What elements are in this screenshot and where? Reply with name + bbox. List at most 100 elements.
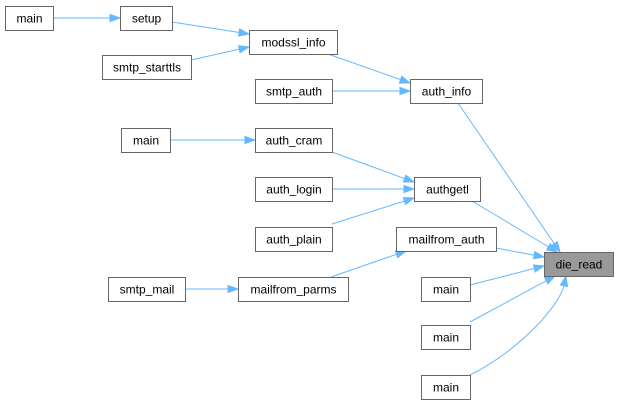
node-box[interactable]: [249, 30, 338, 55]
node-box[interactable]: [238, 277, 349, 302]
node-label: smtp_auth: [266, 85, 322, 99]
node-box[interactable]: [421, 325, 471, 350]
node-box[interactable]: [255, 177, 333, 202]
edge-line: [331, 200, 406, 225]
edge-arrowhead: [545, 242, 559, 253]
graph-edges: [53, 13, 569, 376]
edge-arrowhead: [402, 174, 416, 183]
node-box[interactable]: [121, 128, 171, 153]
edge-arrowhead: [402, 197, 416, 206]
node-mailfrom_parms[interactable]: mailfrom_parms: [238, 277, 349, 302]
edge-smtp_mail-to-mailfrom_parms: [185, 284, 240, 294]
edge-setup-to-modssl_info: [171, 21, 251, 37]
node-label: die_read: [556, 258, 603, 272]
node-box[interactable]: [255, 79, 333, 104]
edge-auth_login-to-authgetl: [332, 184, 416, 194]
edge-arrowhead: [237, 28, 251, 37]
node-box[interactable]: [120, 6, 173, 31]
edge-arrowhead: [403, 184, 416, 194]
edge-auth_cram-to-authgetl: [331, 151, 416, 183]
edge-arrowhead: [399, 86, 412, 96]
node-smtp_mail[interactable]: smtp_mail: [108, 277, 186, 302]
node-box[interactable]: [102, 55, 192, 80]
edge-line: [327, 53, 402, 81]
node-label: mailfrom_parms: [250, 283, 336, 297]
node-label: main: [433, 381, 459, 395]
node-label: main: [133, 134, 159, 148]
node-label: main: [16, 12, 42, 26]
node-box[interactable]: [410, 79, 483, 104]
node-label: auth_info: [422, 85, 472, 99]
node-label: authgetl: [426, 183, 469, 197]
node-box[interactable]: [421, 375, 471, 400]
edge-main2-to-auth_cram: [170, 135, 257, 145]
edge-modssl_info-to-auth_info: [327, 53, 412, 84]
edge-auth_plain-to-authgetl: [331, 197, 416, 225]
edge-line: [457, 102, 556, 245]
node-main3[interactable]: main: [421, 277, 471, 302]
node-modssl_info[interactable]: modssl_info: [249, 30, 338, 55]
edge-main3-to-die_read: [469, 264, 546, 286]
edge-arrowhead: [532, 264, 546, 273]
edge-line: [495, 247, 536, 256]
edge-line: [171, 21, 241, 34]
node-label: setup: [132, 12, 162, 26]
node-box[interactable]: [255, 128, 333, 153]
node-label: modssl_info: [261, 36, 325, 50]
node-main4[interactable]: main: [421, 325, 471, 350]
node-label: main: [433, 283, 459, 297]
edge-arrowhead: [244, 135, 257, 145]
node-label: mailfrom_auth: [408, 233, 484, 247]
node-mailfrom_auth[interactable]: mailfrom_auth: [396, 227, 497, 252]
node-auth_cram[interactable]: auth_cram: [255, 128, 333, 153]
edge-arrowhead: [237, 45, 251, 54]
node-box[interactable]: [5, 6, 54, 31]
edge-line: [469, 279, 548, 323]
node-die_read[interactable]: die_read: [544, 252, 614, 277]
edge-auth_info-to-die_read: [457, 102, 561, 254]
edge-line: [469, 267, 536, 286]
graph-nodes: main setup modssl_info smtp_starttls smtp_au…: [5, 6, 614, 400]
edge-arrowhead: [543, 275, 557, 285]
edge-smtp_auth-to-auth_info: [332, 86, 412, 96]
edge-main1-to-setup: [53, 13, 122, 23]
node-label: auth_login: [266, 183, 321, 197]
node-label: main: [433, 331, 459, 345]
node-box[interactable]: [421, 277, 471, 302]
edge-authgetl-to-die_read: [471, 200, 559, 253]
edge-arrowhead: [550, 240, 561, 254]
node-box[interactable]: [544, 252, 614, 277]
node-auth_login[interactable]: auth_login: [255, 177, 333, 202]
edge-line: [330, 253, 398, 278]
node-smtp_auth[interactable]: smtp_auth: [255, 79, 333, 104]
edge-arrowhead: [227, 284, 240, 294]
node-box[interactable]: [396, 227, 497, 252]
edge-arrowhead: [532, 250, 546, 260]
node-auth_info[interactable]: auth_info: [410, 79, 483, 104]
node-main1[interactable]: main: [5, 6, 54, 31]
edge-arrowhead: [398, 75, 412, 84]
edge-main5-to-die_read: [469, 274, 569, 376]
edge-line: [190, 48, 241, 61]
edge-line: [471, 200, 550, 248]
edge-arrowhead: [559, 274, 569, 288]
node-box[interactable]: [414, 177, 481, 202]
node-label: smtp_starttls: [113, 61, 181, 75]
node-authgetl[interactable]: authgetl: [414, 177, 481, 202]
node-auth_plain[interactable]: auth_plain: [255, 227, 333, 252]
node-smtp_starttls[interactable]: smtp_starttls: [102, 55, 192, 80]
node-label: auth_plain: [266, 233, 321, 247]
node-box[interactable]: [255, 227, 333, 252]
edge-line: [331, 151, 406, 180]
node-label: auth_cram: [266, 134, 323, 148]
edge-smtp_starttls-to-modssl_info: [190, 45, 251, 61]
node-setup[interactable]: setup: [120, 6, 173, 31]
edge-mailfrom_parms-to-mailfrom_auth: [330, 250, 408, 278]
edge-line: [469, 284, 565, 376]
node-main2[interactable]: main: [121, 128, 171, 153]
node-main5[interactable]: main: [421, 375, 471, 400]
edge-arrowhead: [109, 13, 122, 23]
edge-mailfrom_auth-to-die_read: [495, 247, 546, 260]
node-box[interactable]: [108, 277, 186, 302]
